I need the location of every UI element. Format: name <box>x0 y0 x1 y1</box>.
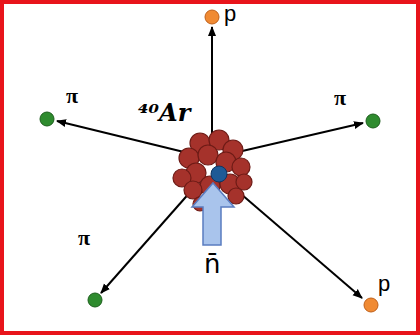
pion-label: π <box>66 84 78 108</box>
particle-tracks <box>57 27 363 298</box>
nucleus-label: ⁴⁰Ar <box>138 100 190 126</box>
proton-label: p <box>224 2 236 26</box>
pion-dot <box>40 112 54 126</box>
antineutron-label: n̄ <box>204 250 220 279</box>
antineutron-core <box>211 166 227 182</box>
pion-label: π <box>334 86 346 110</box>
proton-dot <box>364 298 378 312</box>
frame-border <box>2 2 418 333</box>
proton-label: p <box>378 272 390 296</box>
proton-dot <box>205 10 219 24</box>
pion-dot <box>366 114 380 128</box>
incoming-arrow <box>192 183 234 245</box>
pion-label: π <box>78 226 90 250</box>
pion-dot <box>88 293 102 307</box>
